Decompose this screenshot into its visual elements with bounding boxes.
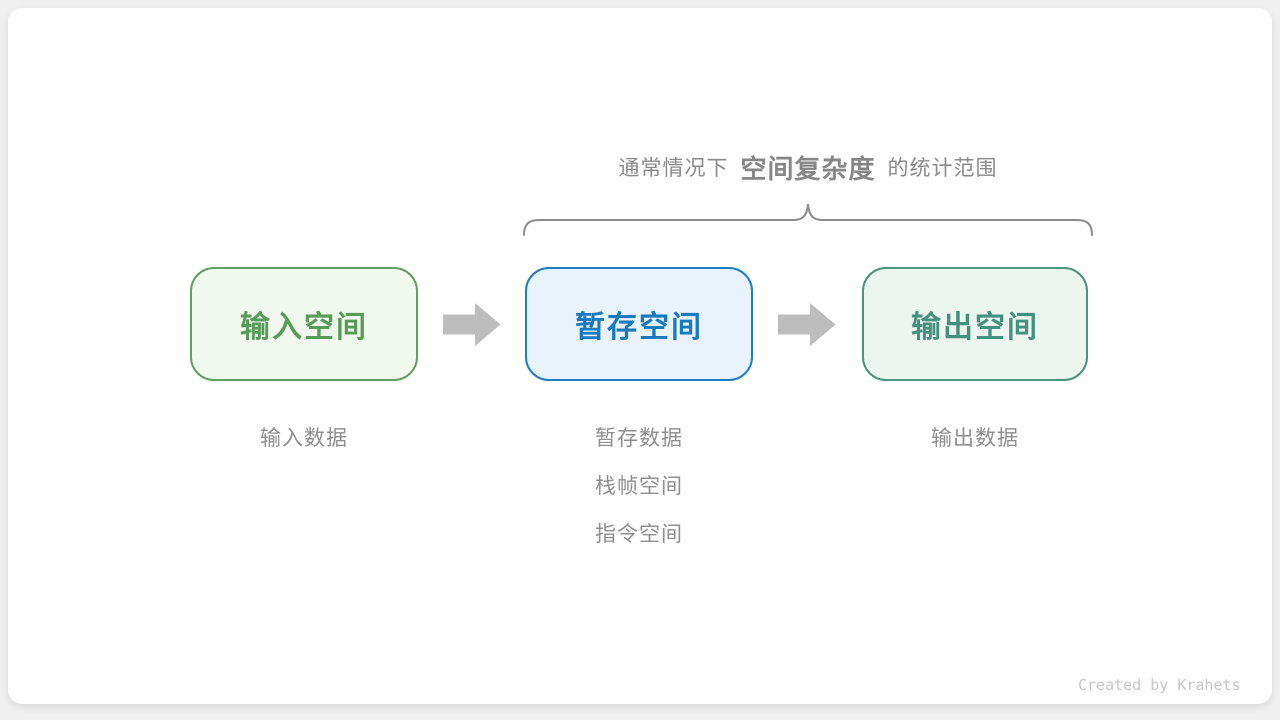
- output-space-annotation: 输出数据: [862, 414, 1088, 462]
- annotation-line: 栈帧空间: [595, 474, 683, 498]
- diagram-title: 通常情况下 空间复杂度 的统计范围: [523, 145, 1093, 189]
- temporary-space-box: 暂存空间: [525, 267, 753, 381]
- right-arrow-icon: [443, 303, 501, 346]
- title-suffix: 的统计范围: [887, 156, 998, 180]
- right-arrow-icon: [778, 303, 836, 346]
- input-space-box: 输入空间: [190, 267, 418, 381]
- annotation-line: 输出数据: [931, 426, 1019, 450]
- curly-brace: [523, 203, 1093, 236]
- title-emphasis: 空间复杂度: [740, 154, 876, 185]
- temporary-space-annotation: 暂存数据 栈帧空间 指令空间: [525, 414, 753, 558]
- annotation-line: 输入数据: [260, 426, 348, 450]
- title-prefix: 通常情况下: [618, 156, 729, 180]
- output-space-label: 输出空间: [911, 310, 1039, 345]
- annotation-line: 指令空间: [595, 522, 683, 546]
- input-space-annotation: 输入数据: [190, 414, 418, 462]
- temporary-space-label: 暂存空间: [575, 310, 703, 345]
- output-space-box: 输出空间: [862, 267, 1088, 381]
- watermark-credit: Created by Krahets: [1078, 676, 1241, 694]
- input-space-label: 输入空间: [240, 310, 368, 345]
- annotation-line: 暂存数据: [595, 426, 683, 450]
